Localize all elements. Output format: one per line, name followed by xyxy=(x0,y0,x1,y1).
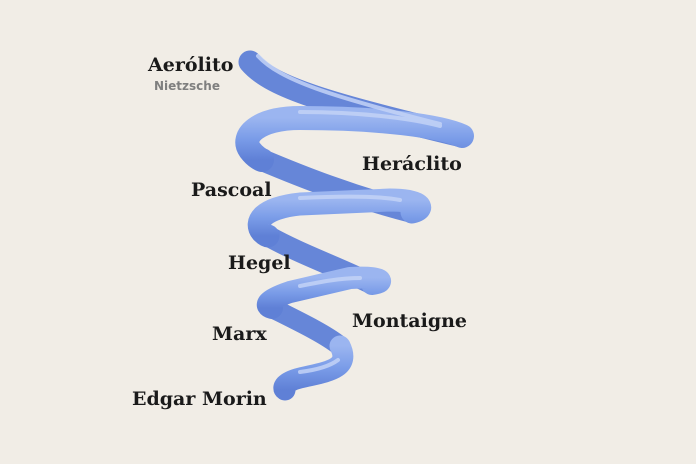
label-marx: Marx xyxy=(212,323,267,345)
spiral-highlights xyxy=(256,54,442,374)
label-pascoal: Pascoal xyxy=(191,179,272,201)
label-nietzsche: Nietzsche xyxy=(154,79,220,93)
label-edgar-morin: Edgar Morin xyxy=(132,388,267,410)
label-hegel: Hegel xyxy=(228,252,291,274)
label-montaigne: Montaigne xyxy=(352,310,468,332)
label-heraclito: Heráclito xyxy=(362,153,462,175)
spiral-front xyxy=(235,106,474,401)
label-aerolito: Aerólito xyxy=(148,54,234,76)
